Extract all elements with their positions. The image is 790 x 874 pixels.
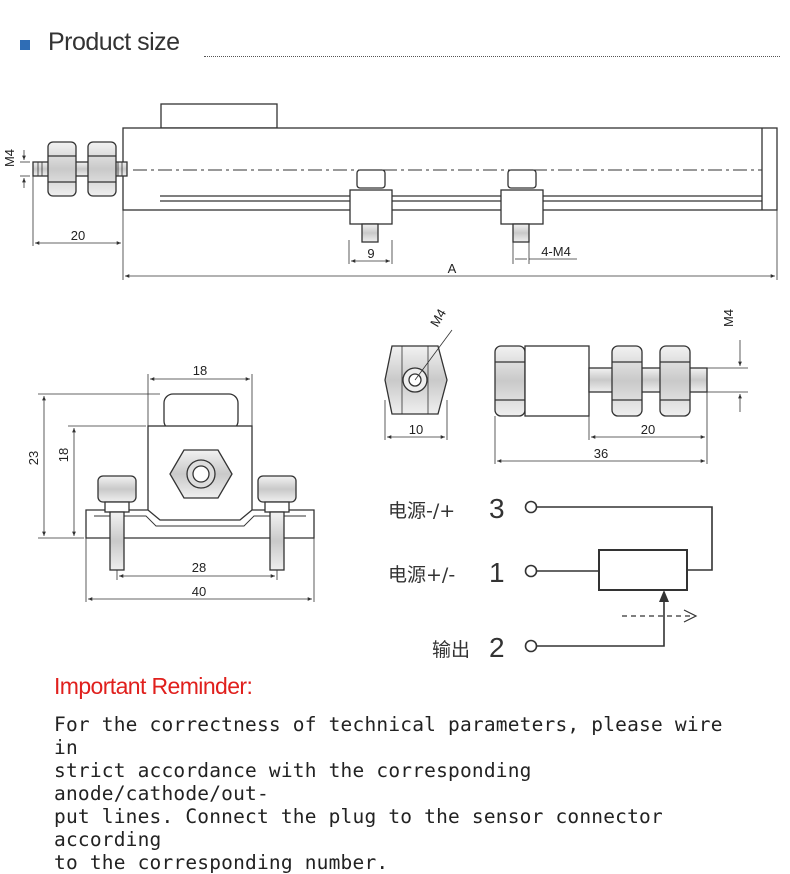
side-view [494,340,748,464]
side-body [524,345,590,417]
top-connector-box [160,103,278,129]
reminder-title: Important Reminder: [54,673,253,699]
dim-front-28: 28 [192,560,206,575]
rail-profile [85,509,315,539]
bracket-cap [163,393,239,431]
screw-head-right [257,475,297,503]
bullet-square-icon [20,40,30,50]
side-nut-2 [659,345,691,417]
dim-side-m4: M4 [721,309,736,327]
terminal-1 [524,564,538,578]
dim-front-40: 40 [192,584,206,599]
terminal-2 [524,639,538,653]
sensor-body [122,127,778,211]
potentiometer-resistor [598,549,688,591]
dim-top-20: 20 [71,228,85,243]
top-view [20,103,778,280]
wire-number-3: 3 [489,493,505,524]
slider-block-2 [500,169,544,243]
nut-1 [47,141,77,197]
dim-front-18-left: 18 [56,448,71,462]
wire-label-1: 电源+/- [388,564,455,586]
wiring-diagram [524,500,713,653]
side-nut-head [494,345,526,417]
wire-label-3: 电源-/+ [388,500,455,522]
hex-end-view [384,329,453,440]
nut-2 [87,141,117,197]
screw-shaft-right [269,511,285,571]
wire-number-2: 2 [489,632,505,663]
screw-head-left [97,475,137,503]
dim-side-20: 20 [641,422,655,437]
screw-shaft-left [109,511,125,571]
section-title: Product size [48,28,180,56]
side-nut-1 [611,345,643,417]
technical-drawing: M4 20 9 A 4-M4 18 23 [2,103,778,663]
wire-number-1: 1 [489,557,505,588]
slider-block-1 [349,169,393,243]
dim-top-a: A [448,261,457,276]
terminal-3 [524,500,538,514]
dim-top-4m4: 4-M4 [541,244,571,259]
section-header: Product size [18,28,788,68]
dim-front-18-top: 18 [193,363,207,378]
dotted-rule [204,50,780,57]
dim-side-36: 36 [594,446,608,461]
dim-top-9: 9 [367,246,374,261]
dim-hex-m4: M4 [427,306,449,329]
dim-top-m4: M4 [2,149,17,167]
wire-label-2: 输出 [432,639,470,661]
dim-hex-10: 10 [409,422,423,437]
front-view [38,374,315,602]
dim-front-23: 23 [26,451,41,465]
reminder-text: For the correctness of technical paramet… [54,713,723,874]
